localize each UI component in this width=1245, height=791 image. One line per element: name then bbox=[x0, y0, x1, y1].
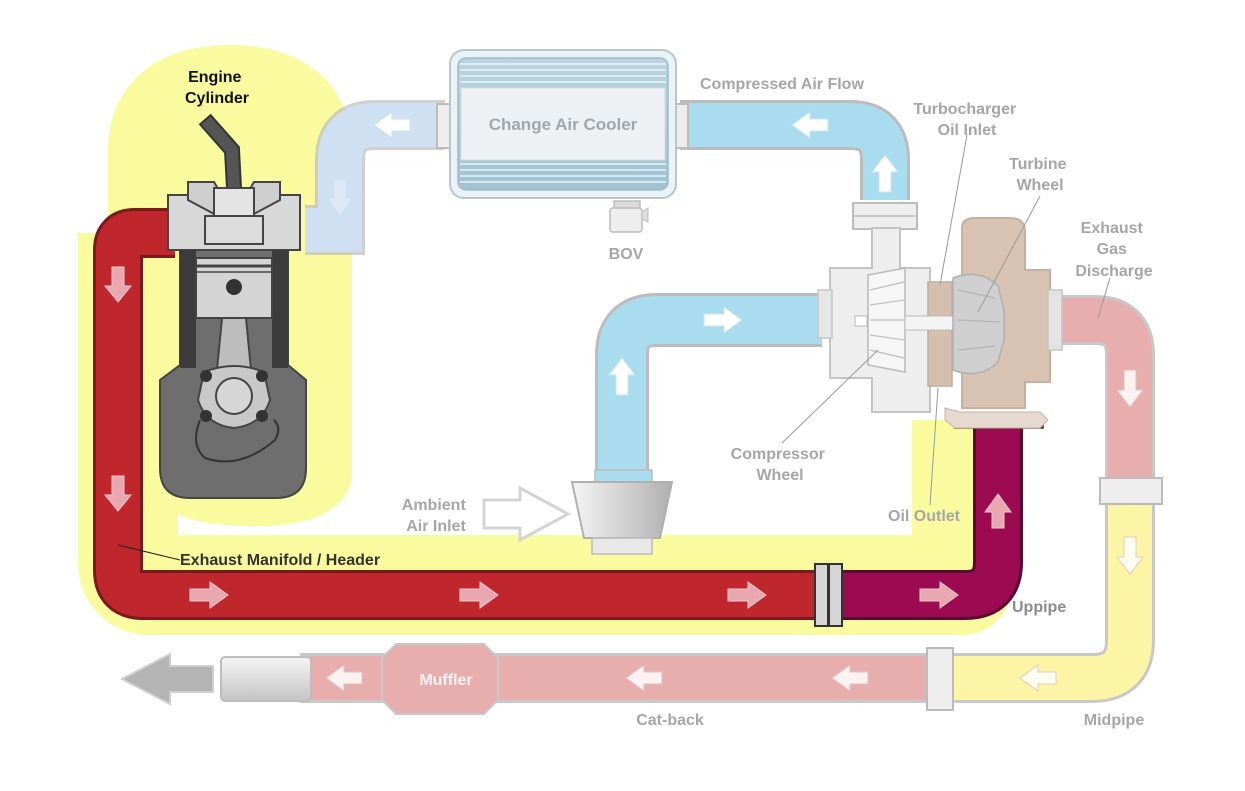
oil-outlet-label: Oil Outlet bbox=[888, 508, 961, 525]
compressor-wheel-label: Compressor Wheel bbox=[731, 446, 830, 484]
midpipe-label: Midpipe bbox=[1084, 712, 1145, 729]
exhaust-gas-discharge-label: Exhaust Gas Discharge bbox=[1075, 220, 1152, 280]
turbo-oil-inlet-label: Turbocharger Oil Inlet bbox=[913, 101, 1020, 139]
air-filter bbox=[482, 469, 674, 555]
ambient-air-inlet-label: Ambient Air Inlet bbox=[402, 497, 470, 535]
manifold-flange bbox=[814, 563, 843, 627]
exhaust-manifold bbox=[93, 208, 830, 620]
leader-lines bbox=[117, 134, 1111, 561]
turbine-wheel-label: Turbine Wheel bbox=[1009, 156, 1071, 194]
turbocharger bbox=[817, 217, 1063, 429]
exhaust-tip bbox=[119, 652, 312, 706]
muffler bbox=[381, 643, 499, 715]
pipe-flanges bbox=[436, 103, 1163, 711]
engine-cylinder-label: Engine Cylinder bbox=[185, 69, 249, 107]
exhaust-manifold-label: Exhaust Manifold / Header bbox=[180, 552, 380, 569]
flow-arrows bbox=[103, 111, 1145, 692]
compressed-air-flow-label: Compressed Air Flow bbox=[700, 76, 864, 93]
uppipe-label: Uppipe bbox=[1012, 599, 1066, 616]
muffler-label: Muffler bbox=[419, 672, 472, 689]
labels: Engine Cylinder Compressed Air Flow Turb… bbox=[180, 69, 1153, 729]
bov-label: BOV bbox=[609, 246, 644, 263]
charge-air-cooler: Change Air Cooler bbox=[449, 49, 677, 199]
bov-valve bbox=[609, 200, 649, 233]
engine-cylinder bbox=[159, 113, 307, 499]
charge-air-cooler-label: Change Air Cooler bbox=[489, 115, 638, 134]
cat-back-label: Cat-back bbox=[636, 712, 704, 729]
